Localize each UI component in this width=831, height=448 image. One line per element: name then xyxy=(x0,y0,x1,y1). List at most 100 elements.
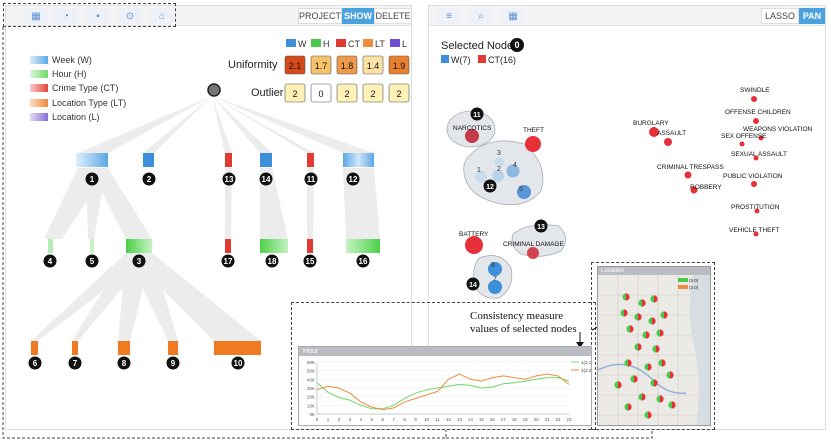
graph-labels: NARCOTICS THEFT BATTERY CRIMINAL DAMAGE … xyxy=(453,87,813,248)
svg-text:7: 7 xyxy=(493,276,497,283)
node-swindle[interactable] xyxy=(751,96,757,102)
node-vehicle-theft[interactable] xyxy=(753,231,759,237)
node-battery[interactable] xyxy=(465,236,483,254)
svg-text:1: 1 xyxy=(477,167,481,174)
map-dot-half xyxy=(630,325,634,333)
node-5[interactable] xyxy=(517,185,531,199)
callout-line-1: Consistency measure xyxy=(470,310,564,322)
bar-node-11[interactable] xyxy=(307,153,314,167)
map-dot-half xyxy=(628,359,632,367)
map-dot-half xyxy=(654,379,658,387)
node-robbery[interactable] xyxy=(690,186,698,194)
node-burglary[interactable] xyxy=(649,127,659,137)
map-dot-half xyxy=(672,401,676,409)
bar-node-17[interactable] xyxy=(225,239,231,253)
bar-node-1[interactable] xyxy=(76,153,108,167)
map-dot-half xyxy=(656,345,660,353)
bar-node-12[interactable] xyxy=(343,153,374,167)
location-icon[interactable]: ⌂ xyxy=(150,8,174,24)
hour-xtick: 1 xyxy=(327,417,330,422)
bar-node-16[interactable] xyxy=(346,239,380,253)
node-criminal-trespass[interactable] xyxy=(684,171,692,179)
node-sexual-assault[interactable] xyxy=(753,155,759,161)
map-dot-half xyxy=(652,317,656,325)
bar-node-2[interactable] xyxy=(143,153,154,167)
search-icon[interactable]: ⌕ xyxy=(469,8,493,24)
link-root-1 xyxy=(78,96,212,153)
map-dot-half xyxy=(642,299,646,307)
tree-root[interactable] xyxy=(207,83,221,97)
node-prostitution[interactable] xyxy=(754,208,760,214)
map-dot-half xyxy=(628,403,632,411)
lasso-button[interactable]: LASSO xyxy=(761,8,799,24)
svg-text:4: 4 xyxy=(48,257,53,266)
project-button[interactable]: PROJECT xyxy=(298,8,342,24)
delete-button[interactable]: DELETE xyxy=(374,8,412,24)
connector-bottom xyxy=(446,430,653,439)
bar-node-15[interactable] xyxy=(307,239,313,253)
bar-node-13[interactable] xyxy=(225,153,232,167)
node-3[interactable] xyxy=(494,157,504,167)
calendar-icon[interactable]: ▦ xyxy=(24,8,48,24)
hour-xtick: 9 xyxy=(414,417,417,422)
hour-xtick: 18 xyxy=(512,417,518,422)
bar-node-4[interactable] xyxy=(48,239,53,253)
node-offense-children[interactable] xyxy=(753,118,759,124)
tag-ct: CT(16) xyxy=(488,55,516,65)
bar-node-6[interactable] xyxy=(31,341,38,355)
graph-node-numbers: 3 1 2 4 5 8 7 xyxy=(477,150,523,283)
map-dot-half xyxy=(646,331,650,339)
hour-xtick: 11 xyxy=(435,417,440,422)
svg-text:2: 2 xyxy=(497,166,501,173)
grid-icon[interactable]: ▪ xyxy=(86,8,110,24)
node-2[interactable] xyxy=(492,170,504,182)
map-lake xyxy=(689,275,710,425)
node-theft[interactable] xyxy=(525,136,541,152)
bar-node-5[interactable] xyxy=(90,239,94,253)
show-button[interactable]: SHOW xyxy=(342,8,374,24)
hour-xtick: 20 xyxy=(534,417,540,422)
node-sex-offense[interactable] xyxy=(739,141,745,147)
pan-button[interactable]: PAN xyxy=(799,8,825,24)
label-battery: BATTERY xyxy=(459,231,489,238)
group-14[interactable] xyxy=(473,255,513,299)
node-8[interactable] xyxy=(488,262,502,276)
label-public-violation: PUBLIC VIOLATION xyxy=(723,173,783,180)
label-burglary: BURGLARY xyxy=(633,120,669,127)
hour-xtick: 22 xyxy=(556,417,562,422)
bar-node-8[interactable] xyxy=(118,341,130,355)
hour-ytick: 10K xyxy=(307,403,315,408)
map-dot-half xyxy=(660,329,664,337)
bar-node-18[interactable] xyxy=(260,239,288,253)
group-11[interactable] xyxy=(446,110,496,148)
bar-node-3[interactable] xyxy=(126,239,152,253)
node-public-violation[interactable] xyxy=(751,181,757,187)
label-offense-children: OFFENSE CHILDREN xyxy=(725,109,791,116)
link-3-10 xyxy=(126,253,261,341)
hour-ytick: 40K xyxy=(307,377,315,382)
svg-text:2: 2 xyxy=(396,89,401,99)
node-criminal-damage[interactable] xyxy=(527,247,539,259)
bar-node-14[interactable] xyxy=(260,153,272,167)
node-assault[interactable] xyxy=(664,138,672,146)
label-swindle: SWINDLE xyxy=(740,87,770,94)
label-weapons-violation: WEAPONS VIOLATION xyxy=(743,126,813,133)
node-1[interactable] xyxy=(475,171,487,183)
menu-icon[interactable]: ≡ xyxy=(437,8,461,24)
svg-text:1.4: 1.4 xyxy=(367,61,380,71)
node-narcotics[interactable] xyxy=(465,129,479,143)
grid-icon[interactable]: ▦ xyxy=(501,8,525,24)
tag-swatch-ct xyxy=(478,55,486,63)
pin-icon[interactable]: ⊙ xyxy=(118,8,142,24)
node-4[interactable] xyxy=(506,164,520,178)
tag-swatch-w xyxy=(441,55,449,63)
svg-text:13: 13 xyxy=(537,224,545,231)
node-weapons-violation[interactable] xyxy=(758,135,764,141)
label-criminal-trespass: CRIMINAL TRESPASS xyxy=(657,164,724,171)
clock-icon[interactable]: ◔ xyxy=(54,8,78,24)
bar-node-7[interactable] xyxy=(72,341,78,355)
bar-node-9[interactable] xyxy=(168,341,178,355)
hour-ytick: 30K xyxy=(307,386,315,391)
node-7[interactable] xyxy=(488,280,502,294)
bar-node-10[interactable] xyxy=(214,341,261,355)
